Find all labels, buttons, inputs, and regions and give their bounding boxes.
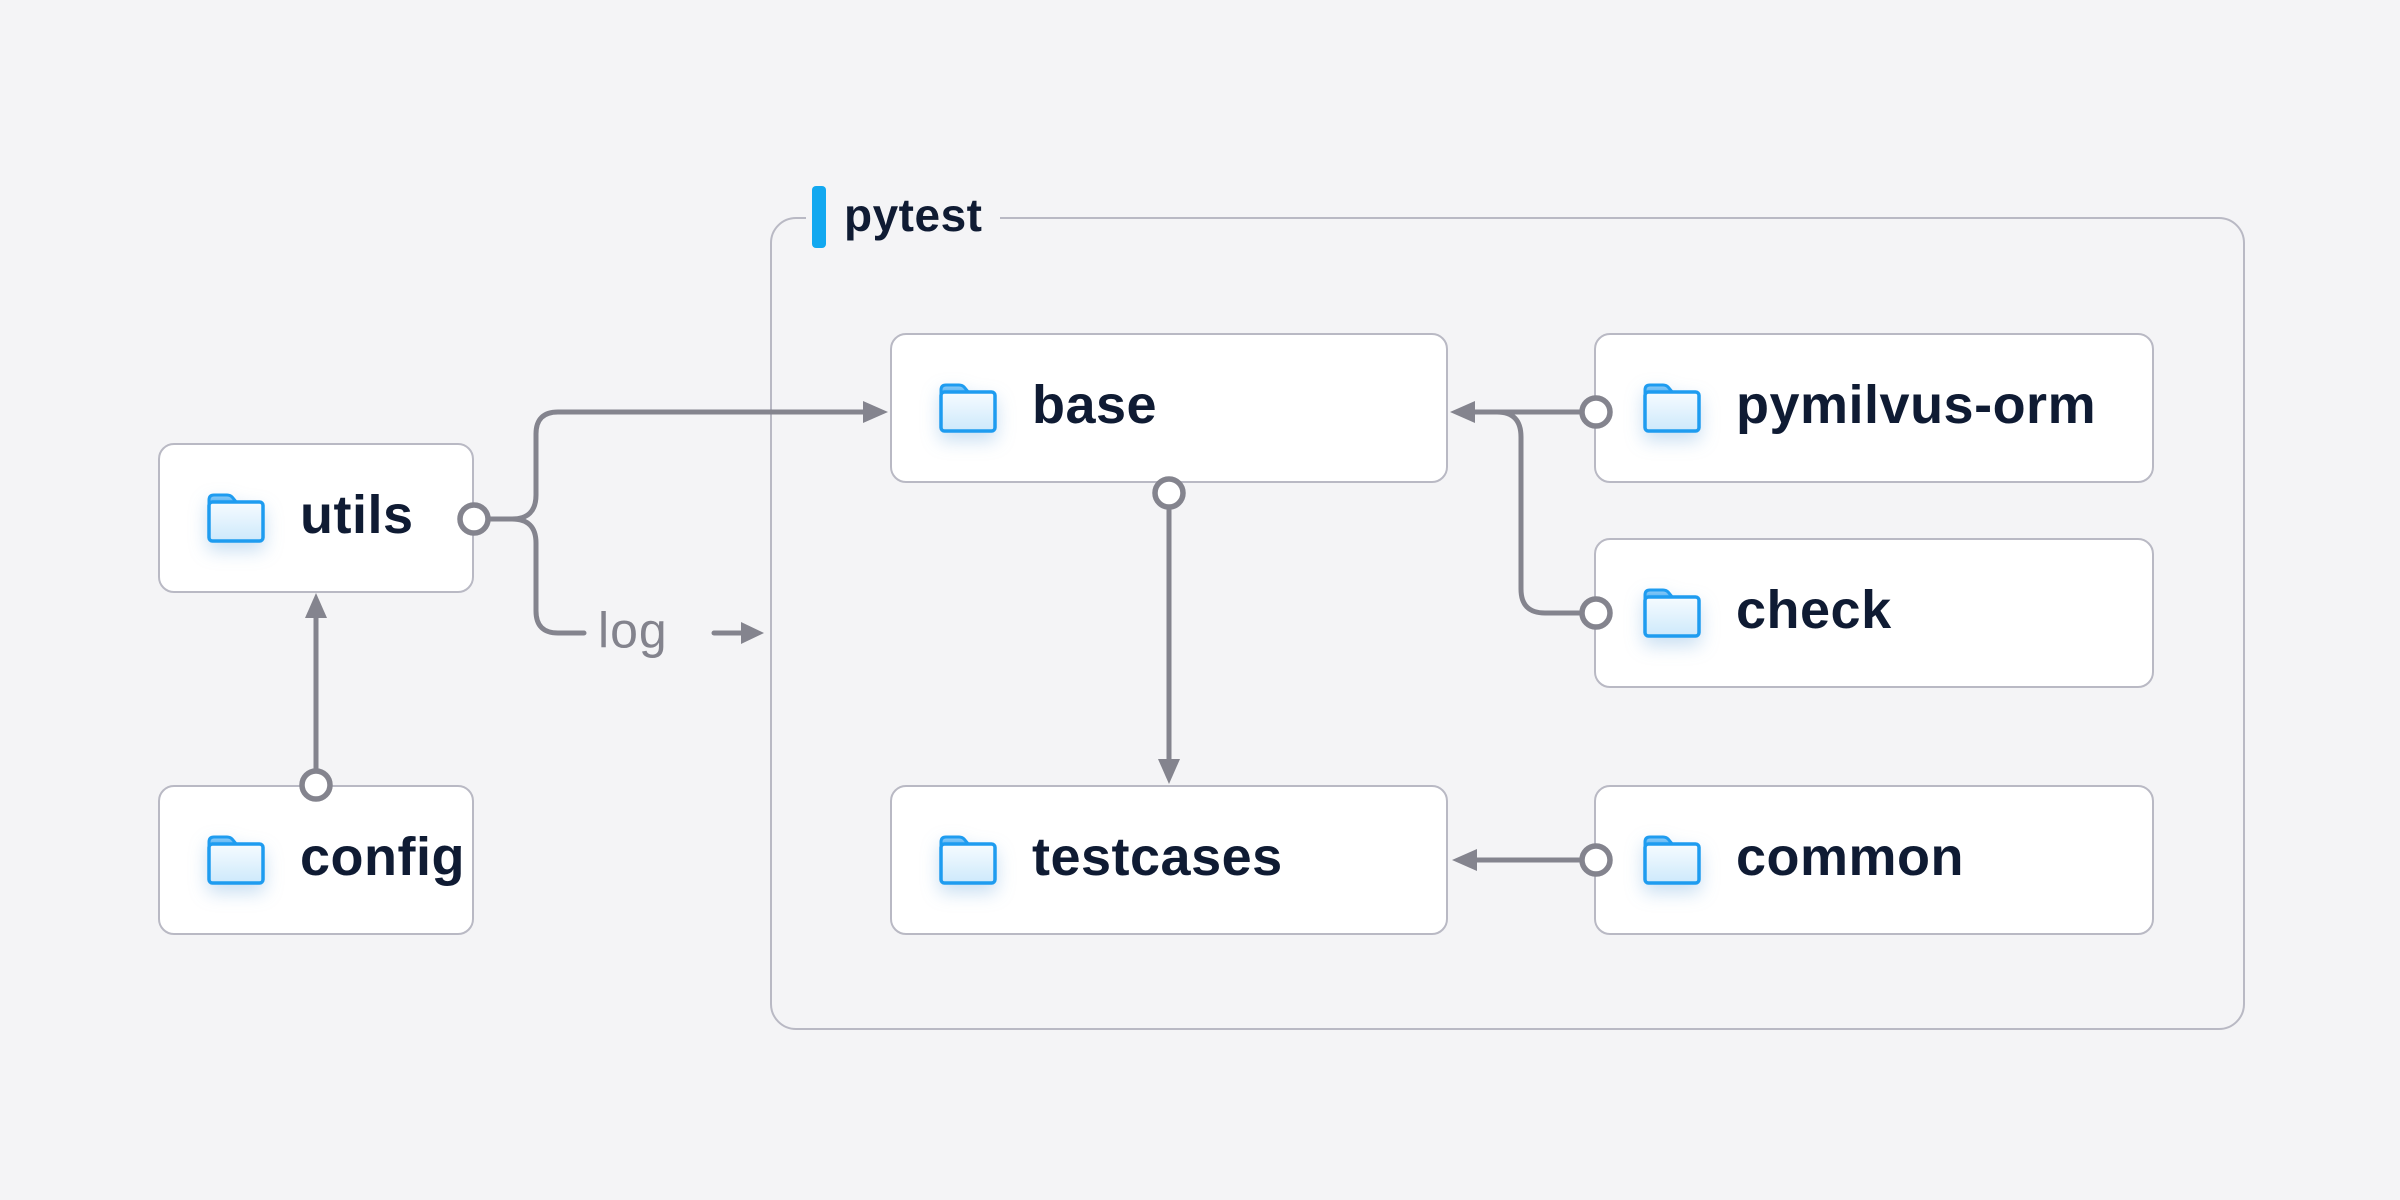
node-label: check [1736,580,1892,640]
folder-icon [204,489,268,547]
node-label: config [300,827,465,887]
folder-icon [936,831,1000,889]
node-label: testcases [1032,827,1283,887]
node-testcases: testcases [890,785,1448,935]
node-config: config [158,785,474,935]
folder-icon [1640,584,1704,642]
node-label: common [1736,827,1965,887]
edge-label-log: log [598,602,668,659]
node-label: pymilvus-orm [1736,375,2097,435]
folder-icon [936,379,1000,437]
folder-icon [1640,379,1704,437]
node-pymilvus-orm: pymilvus-orm [1594,333,2154,483]
accent-bar-icon [812,186,826,248]
folder-icon [204,831,268,889]
node-check: check [1594,538,2154,688]
pytest-title: pytest [844,189,983,241]
pytest-label: pytest [806,178,1001,256]
node-label: utils [300,485,414,545]
edge-config-to-utils [299,593,333,802]
node-common: common [1594,785,2154,935]
node-utils: utils [158,443,474,593]
folder-icon [1640,831,1704,889]
pytest-container [770,217,2245,1030]
node-label: base [1032,375,1158,435]
node-base: base [890,333,1448,483]
